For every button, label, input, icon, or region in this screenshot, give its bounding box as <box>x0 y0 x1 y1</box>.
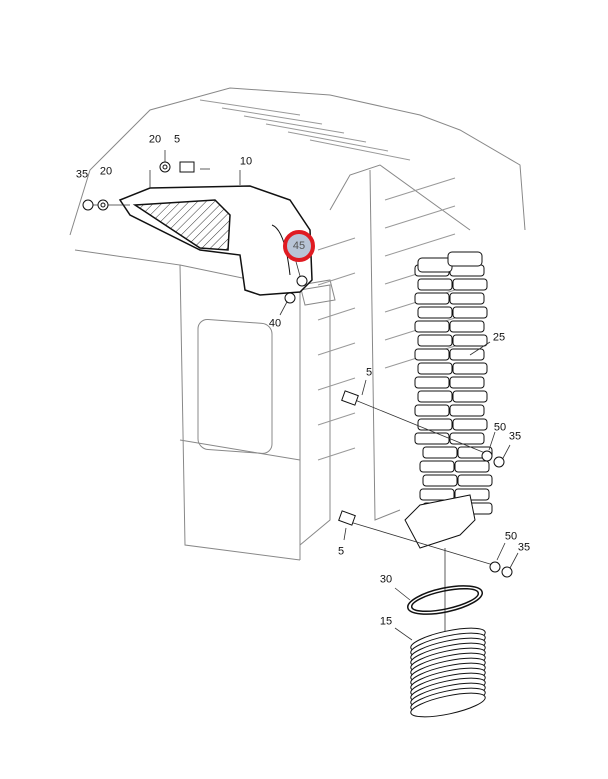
leader-lines <box>90 150 519 641</box>
duct-rib <box>452 278 488 291</box>
duct-rib <box>414 404 450 417</box>
roof-rib <box>199 99 301 116</box>
duct-rib <box>449 348 485 361</box>
air-duct-25 <box>414 251 493 515</box>
callout-20[interactable]: 20 <box>99 165 113 178</box>
nut-icon <box>501 566 513 578</box>
duct-rib <box>449 320 485 333</box>
duct-rib <box>452 418 488 431</box>
duct-rib <box>449 404 485 417</box>
duct-rib <box>417 418 453 431</box>
callout-35[interactable]: 35 <box>508 430 522 443</box>
callout-5[interactable]: 5 <box>365 366 373 379</box>
duct-rib <box>414 292 450 305</box>
callout-15[interactable]: 15 <box>379 615 393 628</box>
duct-rib <box>449 376 485 389</box>
duct-rib <box>449 292 485 305</box>
panel-rib <box>317 447 356 461</box>
bolt-icon <box>284 292 296 304</box>
panel-rib <box>317 412 356 426</box>
stud-icon <box>338 510 356 526</box>
nut-icon <box>82 199 94 211</box>
callout-50[interactable]: 50 <box>493 421 507 434</box>
stud-icon <box>179 161 195 173</box>
duct-rib <box>452 390 488 403</box>
duct-rib <box>417 278 453 291</box>
duct-rib <box>414 320 450 333</box>
callout-20[interactable]: 20 <box>148 133 162 146</box>
side-rib <box>384 205 456 229</box>
callout-10[interactable]: 10 <box>239 155 253 168</box>
panel-rib <box>317 377 356 391</box>
duct-rib <box>449 264 485 277</box>
roof-rib <box>243 115 345 134</box>
duct-rib <box>414 348 450 361</box>
callout-35[interactable]: 35 <box>517 541 531 554</box>
roof-rib <box>221 107 323 125</box>
panel-rib <box>317 237 356 251</box>
duct-rib <box>417 362 453 375</box>
duct-rib <box>417 306 453 319</box>
duct-rib <box>454 460 490 473</box>
duct-outlet <box>447 251 483 267</box>
panel-rib <box>317 342 356 356</box>
panel-rib <box>317 307 356 321</box>
callout-5[interactable]: 5 <box>337 545 345 558</box>
callout-35[interactable]: 35 <box>75 168 89 181</box>
duct-rib <box>417 334 453 347</box>
bolt-icon <box>296 275 308 287</box>
callout-25[interactable]: 25 <box>492 331 506 344</box>
duct-rib <box>452 334 488 347</box>
callout-5[interactable]: 5 <box>173 133 181 146</box>
duct-rib <box>419 460 455 473</box>
duct-rib <box>422 474 458 487</box>
washer-icon <box>481 450 493 462</box>
roof-rib <box>265 123 367 143</box>
rubber-boot-15 <box>410 627 486 718</box>
callout-40[interactable]: 40 <box>268 317 282 330</box>
side-rib <box>384 177 456 201</box>
stud-icon <box>341 390 359 406</box>
duct-rib <box>457 474 493 487</box>
duct-rib <box>419 488 455 501</box>
duct-rib <box>414 376 450 389</box>
nut-icon <box>493 456 505 468</box>
duct-rib <box>449 432 485 445</box>
panel-rib <box>317 272 356 286</box>
fasteners <box>82 161 513 578</box>
duct-rib <box>422 446 458 459</box>
duct-rib <box>417 390 453 403</box>
callout-45-highlighted[interactable]: 45 <box>283 230 315 262</box>
duct-outlet <box>417 257 453 273</box>
callout-30[interactable]: 30 <box>379 573 393 586</box>
air-intake-10 <box>118 185 313 296</box>
roof-rib <box>309 139 411 161</box>
boot-rib <box>410 692 486 718</box>
clamp-30 <box>406 585 484 615</box>
duct-rib <box>452 306 488 319</box>
washer-icon <box>489 561 501 573</box>
duct-rib <box>452 362 488 375</box>
duct-bracket <box>404 494 476 549</box>
roof-rib <box>287 131 389 152</box>
side-rib <box>384 233 456 257</box>
duct-rib <box>414 432 450 445</box>
callout-50[interactable]: 50 <box>504 530 518 543</box>
